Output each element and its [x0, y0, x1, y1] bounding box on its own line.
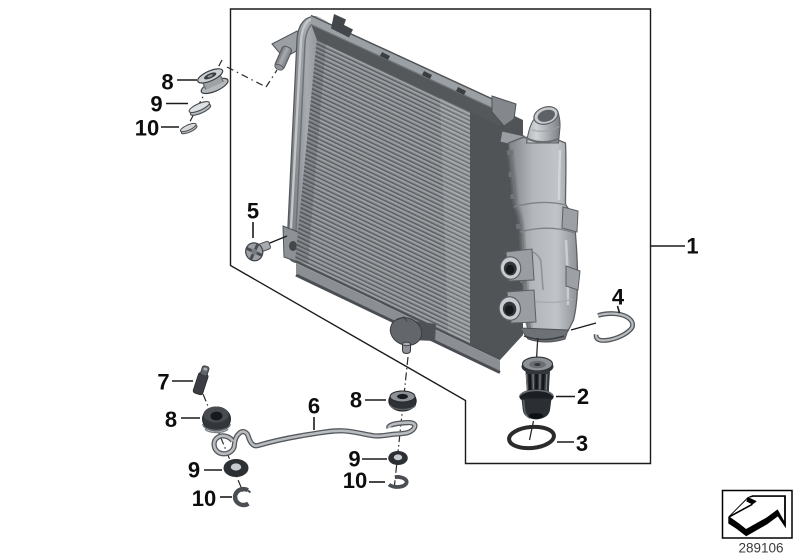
svg-text:289106: 289106 — [738, 541, 783, 556]
svg-text:3: 3 — [576, 431, 588, 456]
svg-text:1: 1 — [686, 234, 698, 259]
svg-text:8: 8 — [350, 388, 362, 413]
svg-text:10: 10 — [135, 116, 159, 141]
svg-text:2: 2 — [577, 384, 589, 409]
svg-text:5: 5 — [247, 199, 259, 224]
svg-text:7: 7 — [157, 370, 169, 395]
svg-text:10: 10 — [343, 468, 367, 493]
svg-text:9: 9 — [188, 458, 200, 483]
svg-text:8: 8 — [161, 70, 173, 95]
svg-text:4: 4 — [612, 285, 625, 310]
svg-text:8: 8 — [165, 407, 177, 432]
svg-text:9: 9 — [348, 447, 360, 472]
svg-text:6: 6 — [308, 394, 320, 419]
svg-text:9: 9 — [150, 92, 162, 117]
svg-text:10: 10 — [192, 486, 216, 511]
